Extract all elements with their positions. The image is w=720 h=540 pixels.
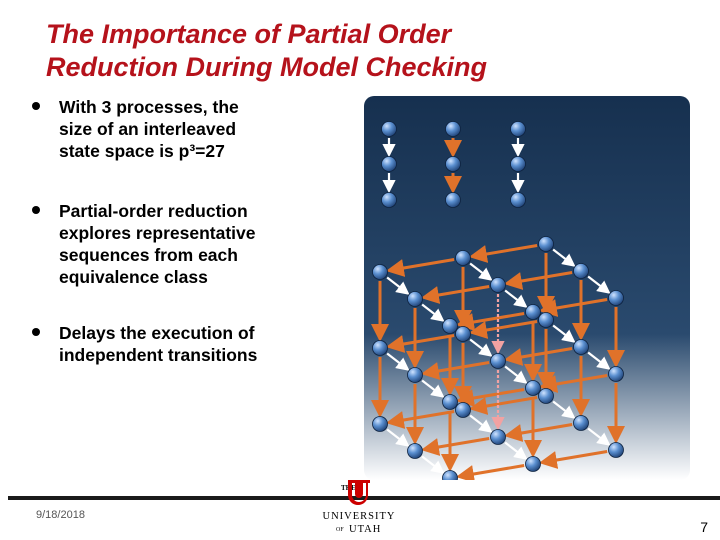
bullet-dot-icon <box>32 328 40 336</box>
state-node <box>408 368 423 383</box>
state-node <box>609 291 624 306</box>
state-node <box>373 417 388 432</box>
state-node <box>539 313 554 328</box>
state-node <box>526 305 541 320</box>
bullet-line: size of an interleaved <box>59 118 324 140</box>
logo-of: OF <box>336 527 344 533</box>
bullet-dot-icon <box>32 206 40 214</box>
state-node <box>609 367 624 382</box>
bullet-line: Delays the execution of <box>59 322 324 344</box>
state-node <box>373 341 388 356</box>
bullet-text: With 3 processes, the size of an interle… <box>59 96 324 162</box>
state-node <box>491 354 506 369</box>
state-node <box>511 193 526 208</box>
state-node <box>456 403 471 418</box>
state-node <box>446 193 461 208</box>
state-node <box>446 157 461 172</box>
bullet-text: Partial-order reduction explores represe… <box>59 200 324 288</box>
bullet-line: sequences from each <box>59 244 324 266</box>
state-node <box>408 444 423 459</box>
bullet-line: explores representative <box>59 222 324 244</box>
page-number: 7 <box>700 519 708 535</box>
bullet-line: With 3 processes, the <box>59 96 324 118</box>
state-node <box>456 251 471 266</box>
state-node <box>491 430 506 445</box>
title-line-2: Reduction During Model Checking <box>46 51 606 84</box>
state-node <box>443 319 458 334</box>
bullet-line: Partial-order reduction <box>59 200 324 222</box>
state-node <box>408 292 423 307</box>
state-node <box>491 278 506 293</box>
bullet-line: equivalence class <box>59 266 324 288</box>
bullet-text: Delays the execution of independent tran… <box>59 322 324 366</box>
state-node <box>446 122 461 137</box>
state-node <box>609 443 624 458</box>
state-node <box>456 327 471 342</box>
state-node <box>382 122 397 137</box>
bullet-line: independent transitions <box>59 344 324 366</box>
state-node <box>574 264 589 279</box>
state-node <box>574 416 589 431</box>
state-node <box>511 122 526 137</box>
state-node <box>526 381 541 396</box>
state-node <box>382 157 397 172</box>
state-node <box>539 389 554 404</box>
state-node <box>382 193 397 208</box>
state-node <box>443 395 458 410</box>
utah-u-logo-icon: THE UNIVERSITY OF UTAH <box>318 478 400 538</box>
bullet-line: state space is p³=27 <box>59 140 324 162</box>
state-node <box>373 265 388 280</box>
diagram-panel <box>364 96 690 480</box>
bullet-dot-icon <box>32 102 40 110</box>
state-node <box>574 340 589 355</box>
state-node <box>526 457 541 472</box>
state-node <box>539 237 554 252</box>
slide-date: 9/18/2018 <box>36 509 85 521</box>
state-space-diagram <box>364 96 690 480</box>
state-node <box>511 157 526 172</box>
title-line-1: The Importance of Partial Order <box>46 18 606 51</box>
logo-university: UNIVERSITY <box>323 511 396 522</box>
slide-title: The Importance of Partial Order Reductio… <box>46 18 606 84</box>
logo-utah: UTAH <box>349 524 381 535</box>
